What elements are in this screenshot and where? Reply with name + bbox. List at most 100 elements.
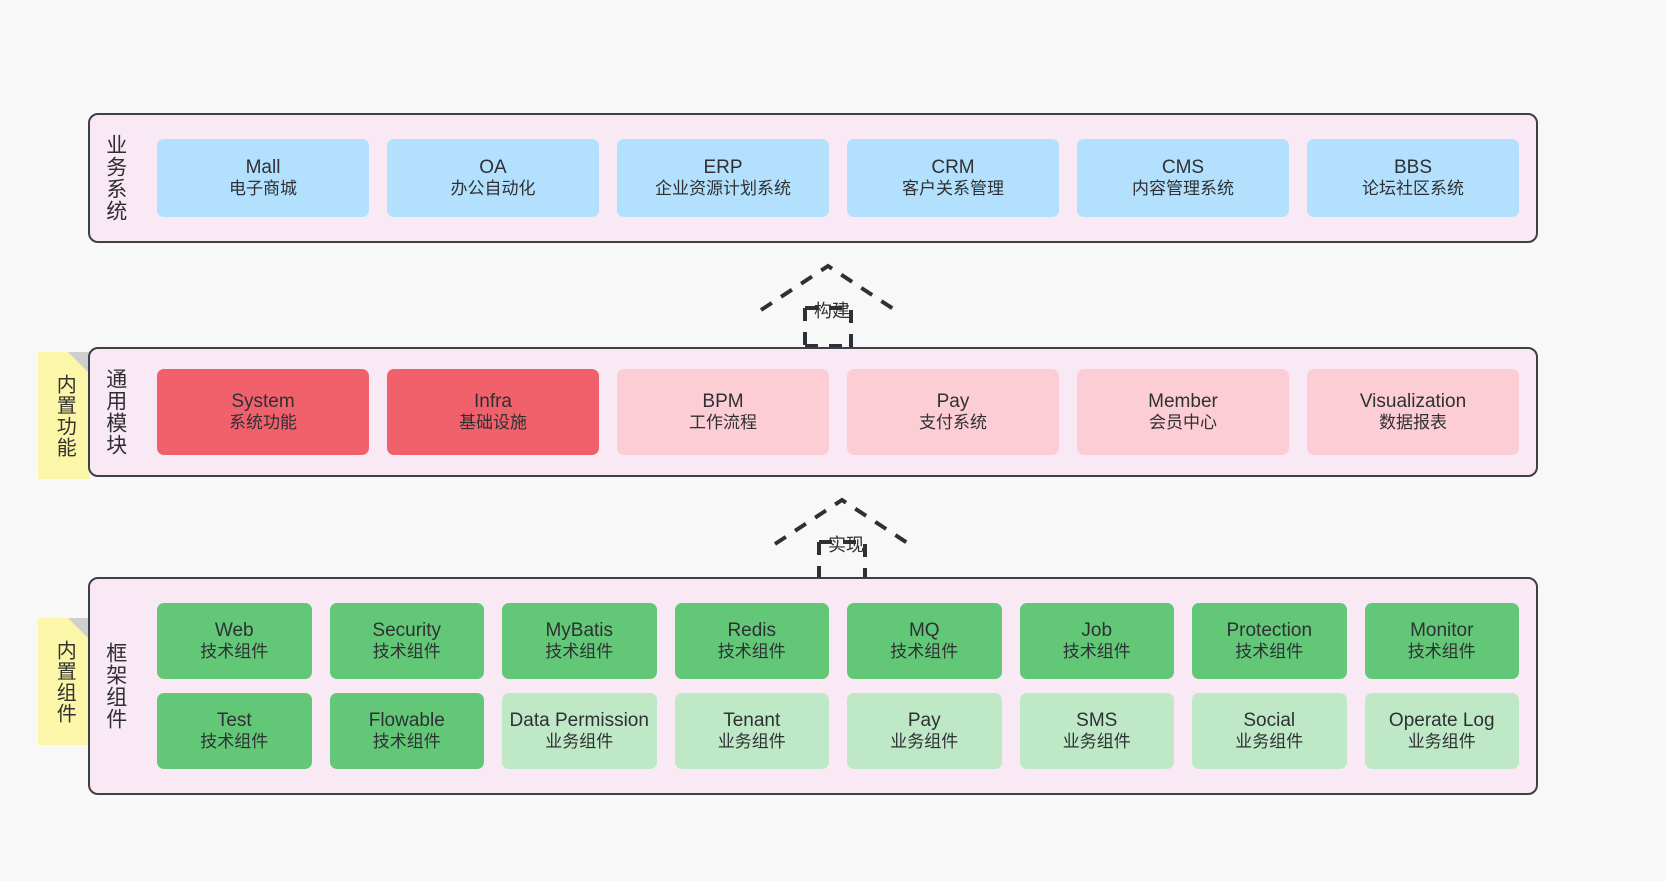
card-title: Tenant — [723, 710, 781, 732]
card-title: BPM — [702, 391, 744, 413]
card-infra[interactable]: Infra 基础设施 — [387, 369, 599, 455]
card-pay-module[interactable]: Pay 支付系统 — [847, 369, 1059, 455]
card-mall[interactable]: Mall 电子商城 — [157, 139, 369, 217]
card-sms[interactable]: SMS 业务组件 — [1019, 693, 1174, 769]
card-subtitle: 技术组件 — [200, 642, 269, 662]
card-title: Social — [1243, 710, 1296, 732]
card-pay-component[interactable]: Pay 业务组件 — [847, 693, 1002, 769]
card-test[interactable]: Test 技术组件 — [157, 693, 312, 769]
card-title: Flowable — [368, 710, 445, 732]
card-subtitle: 客户关系管理 — [902, 179, 1004, 199]
card-subtitle: 论坛社区系统 — [1362, 179, 1464, 199]
card-subtitle: 业务组件 — [1407, 732, 1476, 752]
card-bpm[interactable]: BPM 工作流程 — [617, 369, 829, 455]
card-subtitle: 业务组件 — [545, 732, 614, 752]
card-title: Job — [1081, 620, 1113, 642]
card-subtitle: 技术组件 — [372, 642, 441, 662]
layer-label-framework-component: 框架组件 — [103, 642, 127, 730]
card-subtitle: 数据报表 — [1379, 413, 1447, 433]
sticky-note-label: 内置组件 — [53, 639, 76, 724]
card-title: ERP — [703, 157, 743, 179]
layer-body-common-module: System 系统功能 Infra 基础设施 BPM 工作流程 Pay 支付系统… — [140, 349, 1536, 475]
card-title: CRM — [931, 157, 975, 179]
card-title: Pay — [936, 391, 970, 413]
card-subtitle: 技术组件 — [372, 732, 441, 752]
card-security[interactable]: Security 技术组件 — [329, 603, 484, 679]
card-flowable[interactable]: Flowable 技术组件 — [329, 693, 484, 769]
card-crm[interactable]: CRM 客户关系管理 — [847, 139, 1059, 217]
card-monitor[interactable]: Monitor 技术组件 — [1364, 603, 1519, 679]
card-subtitle: 业务组件 — [717, 732, 786, 752]
card-operate-log[interactable]: Operate Log 业务组件 — [1364, 693, 1519, 769]
card-mq[interactable]: MQ 技术组件 — [847, 603, 1002, 679]
card-title: CMS — [1161, 157, 1205, 179]
card-subtitle: 支付系统 — [919, 413, 987, 433]
card-web[interactable]: Web 技术组件 — [157, 603, 312, 679]
card-title: Data Permission — [509, 710, 649, 732]
arrowhead-build — [759, 263, 897, 312]
card-title: Pay — [907, 710, 941, 732]
connector-implement: 实现 — [772, 496, 912, 582]
card-redis[interactable]: Redis 技术组件 — [674, 603, 829, 679]
card-bbs[interactable]: BBS 论坛社区系统 — [1307, 139, 1519, 217]
card-title: Member — [1148, 391, 1218, 413]
card-tenant[interactable]: Tenant 业务组件 — [674, 693, 829, 769]
card-member[interactable]: Member 会员中心 — [1077, 369, 1289, 455]
card-visualization[interactable]: Visualization 数据报表 — [1307, 369, 1519, 455]
card-subtitle: 企业资源计划系统 — [655, 179, 791, 199]
card-protection[interactable]: Protection 技术组件 — [1192, 603, 1347, 679]
card-subtitle: 技术组件 — [1407, 642, 1476, 662]
card-subtitle: 业务组件 — [890, 732, 959, 752]
card-title: BBS — [1393, 157, 1433, 179]
card-title: Mall — [245, 157, 281, 179]
card-job[interactable]: Job 技术组件 — [1019, 603, 1174, 679]
card-erp[interactable]: ERP 企业资源计划系统 — [617, 139, 829, 217]
card-title: OA — [479, 157, 507, 179]
card-cms[interactable]: CMS 内容管理系统 — [1077, 139, 1289, 217]
card-social[interactable]: Social 业务组件 — [1192, 693, 1347, 769]
layer-framework-component: 框架组件 Web 技术组件 Security 技术组件 MyBatis 技术组件… — [88, 577, 1538, 795]
card-title: System — [231, 391, 295, 413]
card-subtitle: 技术组件 — [717, 642, 786, 662]
layer-body-business-system: Mall 电子商城 OA 办公自动化 ERP 企业资源计划系统 CRM 客户关系… — [140, 115, 1536, 241]
card-subtitle: 系统功能 — [229, 413, 297, 433]
card-mybatis[interactable]: MyBatis 技术组件 — [502, 603, 657, 679]
note-fold-icon — [68, 618, 90, 640]
card-title: SMS — [1076, 710, 1118, 732]
layer-business-system: 业务系统 Mall 电子商城 OA 办公自动化 ERP 企业资源计划系统 CRM… — [88, 113, 1538, 243]
card-subtitle: 会员中心 — [1149, 413, 1217, 433]
card-subtitle: 业务组件 — [1062, 732, 1131, 752]
card-subtitle: 基础设施 — [459, 413, 527, 433]
sticky-note-builtin-function: 内置功能 — [38, 352, 90, 479]
card-title: Infra — [473, 391, 513, 413]
card-subtitle: 技术组件 — [200, 732, 269, 752]
layer-body-framework-component: Web 技术组件 Security 技术组件 MyBatis 技术组件 Redi… — [140, 579, 1536, 793]
connector-build: 构建 — [758, 262, 898, 348]
connector-label-build: 构建 — [814, 301, 850, 321]
sticky-note-label: 内置功能 — [53, 373, 76, 458]
card-title: Web — [214, 620, 254, 642]
layer-label-business-system: 业务系统 — [103, 134, 127, 222]
framework-row-1: Web 技术组件 Security 技术组件 MyBatis 技术组件 Redi… — [148, 603, 1528, 679]
card-data-permission[interactable]: Data Permission 业务组件 — [502, 693, 657, 769]
arrowhead-implement — [773, 497, 911, 546]
card-title: MyBatis — [545, 620, 614, 642]
card-title: MQ — [908, 620, 940, 642]
card-title: Security — [372, 620, 442, 642]
layer-label-common-module: 通用模块 — [103, 368, 127, 456]
card-subtitle: 工作流程 — [689, 413, 757, 433]
connector-label-implement: 实现 — [828, 535, 864, 555]
arrow-stem-implement-right — [819, 540, 867, 582]
card-title: Test — [216, 710, 252, 732]
layer-common-module: 通用模块 System 系统功能 Infra 基础设施 BPM 工作流程 Pay… — [88, 347, 1538, 477]
card-subtitle: 技术组件 — [890, 642, 959, 662]
note-fold-icon — [68, 352, 90, 374]
card-title: Operate Log — [1388, 710, 1495, 732]
card-oa[interactable]: OA 办公自动化 — [387, 139, 599, 217]
card-system[interactable]: System 系统功能 — [157, 369, 369, 455]
card-subtitle: 业务组件 — [1235, 732, 1304, 752]
card-subtitle: 技术组件 — [545, 642, 614, 662]
card-subtitle: 技术组件 — [1062, 642, 1131, 662]
card-subtitle: 办公自动化 — [450, 179, 536, 199]
